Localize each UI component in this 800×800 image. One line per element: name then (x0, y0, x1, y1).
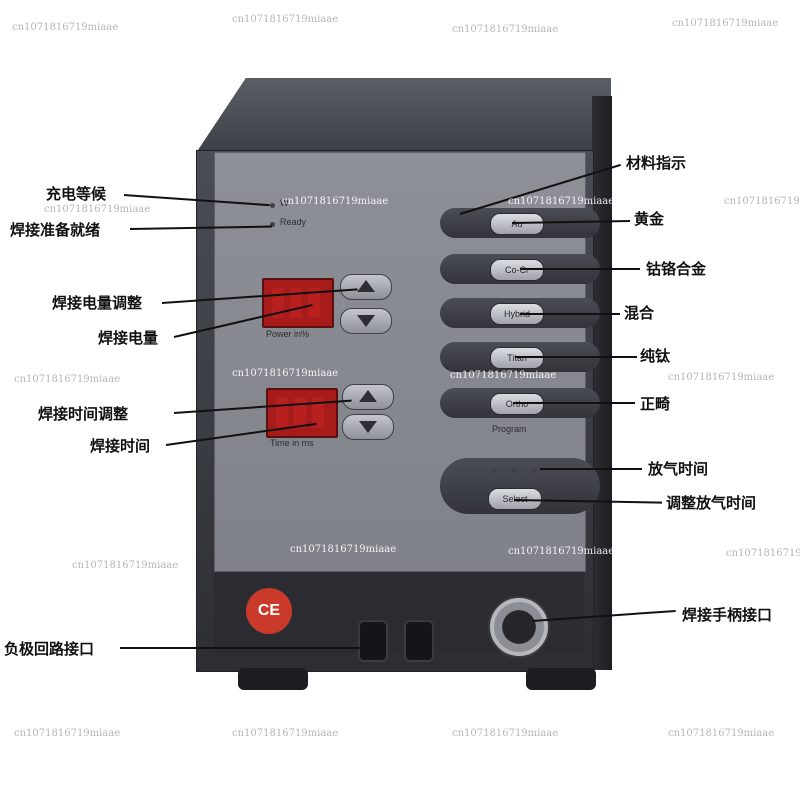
vent-time-strip: Select (440, 458, 600, 514)
annot-material-indicator: 材料指示 (626, 154, 687, 172)
handle-port[interactable] (488, 596, 550, 658)
vent-led-3 (532, 468, 537, 473)
watermark: cn1071816719miaae (232, 368, 339, 379)
annot-power-adjust: 焊接电量调整 (52, 294, 143, 312)
annot-gold: 黄金 (634, 210, 665, 228)
select-button[interactable]: Select (488, 488, 542, 510)
vent-led-2 (512, 468, 517, 473)
watermark: cn1071816719miaae (672, 18, 779, 29)
time-down-button[interactable] (342, 414, 394, 440)
time-up-button[interactable] (342, 384, 394, 410)
program-label: Program (492, 424, 527, 434)
material-led-titan (454, 354, 459, 359)
watermark: cn1071816719miaae (508, 196, 615, 207)
material-button-titan[interactable]: Titan (490, 347, 544, 369)
leader-ortho (513, 402, 635, 404)
annot-adjust-vent-time: 调整放气时间 (666, 494, 757, 512)
watermark: cn1071816719miaae (232, 728, 339, 739)
material-led-hybrid (454, 310, 459, 315)
watermark: cn1071816719miaae (44, 204, 151, 215)
watermark: cn1071816719miaae (12, 22, 119, 33)
annot-titanium: 纯钛 (640, 347, 671, 365)
watermark: cn1071816719miaae (290, 544, 397, 555)
watermark: cn1071816719miaae (450, 370, 557, 381)
annot-time-adjust: 焊接时间调整 (38, 405, 129, 423)
annot-cocr: 钴铬合金 (646, 260, 707, 278)
watermark: cn1071816719miaae (282, 196, 389, 207)
material-led-ortho (454, 400, 459, 405)
device-side (592, 96, 612, 670)
material-button-cocr[interactable]: Co-Cr (490, 259, 544, 281)
watermark: cn1071816719miaae (726, 548, 800, 559)
leader-mixed (520, 313, 620, 315)
material-led-au (454, 220, 459, 225)
annot-power: 焊接电量 (98, 329, 159, 347)
watermark: cn1071816719miaae (668, 372, 775, 383)
annot-handle-port: 焊接手柄接口 (682, 606, 773, 624)
watermark: cn1071816719miaae (452, 728, 559, 739)
material-button-ortho[interactable]: Ortho (490, 393, 544, 415)
leader-titanium (515, 356, 637, 358)
watermark: cn1071816719miaae (14, 728, 121, 739)
leader-vent (540, 468, 642, 470)
right-foot (526, 668, 596, 690)
negative-jack-2[interactable] (404, 620, 434, 662)
annot-mixed: 混合 (624, 304, 655, 322)
annot-weld-ready: 焊接准备就绪 (10, 221, 101, 239)
watermark: cn1071816719miaae (724, 196, 800, 207)
annot-time: 焊接时间 (90, 437, 151, 455)
negative-jack-1[interactable] (358, 620, 388, 662)
charge-led (270, 203, 275, 208)
vent-led-1 (492, 468, 497, 473)
left-foot (238, 668, 308, 690)
charge-label: W (280, 198, 289, 208)
power-up-button[interactable] (340, 274, 392, 300)
program-strip-ortho: Ortho (440, 388, 600, 418)
watermark: cn1071816719miaae (232, 14, 339, 25)
annot-negative-port: 负极回路接口 (4, 640, 95, 658)
ready-led (270, 222, 275, 227)
power-down-button[interactable] (340, 308, 392, 334)
material-led-cocr (454, 266, 459, 271)
power-display (262, 278, 334, 328)
watermark: cn1071816719miaae (452, 24, 559, 35)
ready-label: Ready (280, 217, 307, 227)
power-label: Power in% (266, 329, 310, 339)
time-display (266, 388, 338, 438)
watermark: cn1071816719miaae (668, 728, 775, 739)
device-top-surface (196, 78, 611, 153)
leader-cocr (520, 268, 640, 270)
ce-mark-icon: CE (246, 588, 292, 634)
watermark: cn1071816719miaae (508, 546, 615, 557)
time-label: Time in ms (270, 438, 314, 448)
material-button-au[interactable]: Au (490, 213, 544, 235)
watermark: cn1071816719miaae (72, 560, 179, 571)
annot-charge-wait: 充电等候 (46, 185, 107, 203)
leader-negative (120, 647, 374, 649)
annot-ortho: 正畸 (640, 395, 671, 413)
annot-vent-time: 放气时间 (648, 460, 709, 478)
watermark: cn1071816719miaae (14, 374, 121, 385)
